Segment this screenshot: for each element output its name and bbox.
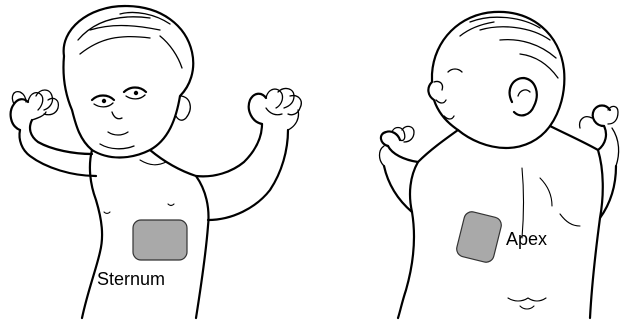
sternum-electrode-pad: [133, 220, 187, 260]
infant-back-view: [380, 12, 619, 318]
apex-label: Apex: [506, 230, 547, 248]
apex-electrode-pad: [455, 210, 503, 264]
sternum-label: Sternum: [97, 270, 165, 288]
